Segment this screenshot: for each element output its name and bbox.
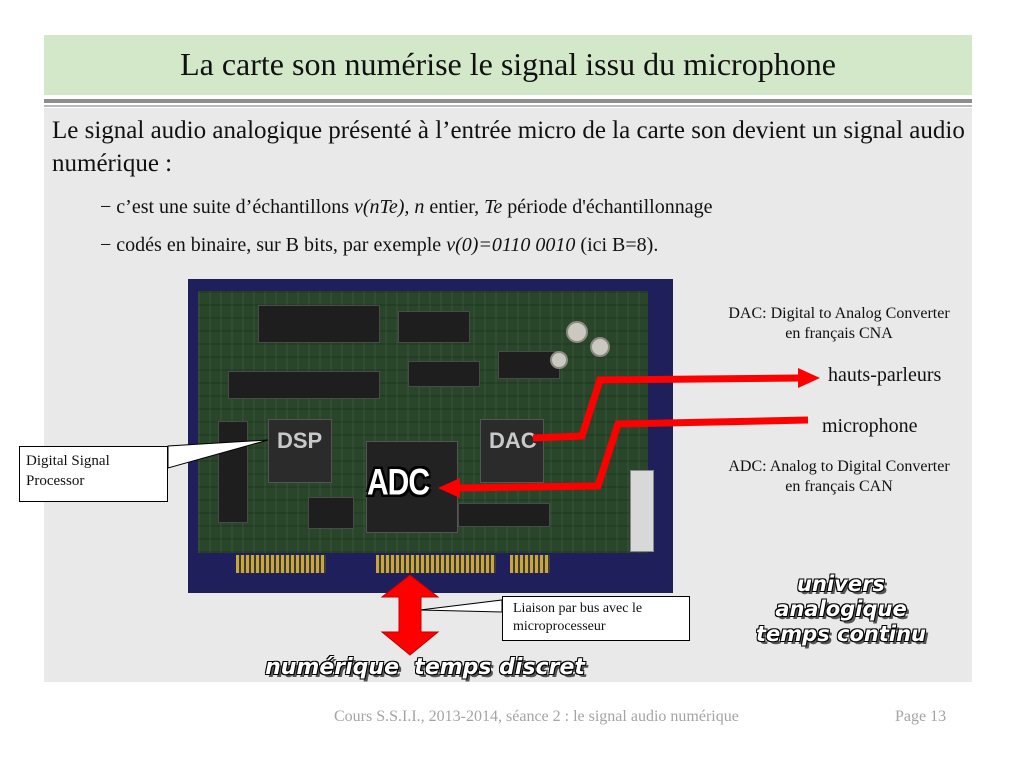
dac-chip-label: DAC — [489, 428, 537, 453]
microphone-label: microphone — [822, 415, 918, 437]
mic-arrowhead — [438, 478, 460, 498]
small-chip — [458, 503, 550, 527]
mic-signal-line — [457, 416, 809, 492]
sound-card-photo: DSP DAC — [188, 279, 673, 593]
bus-double-arrow — [380, 574, 440, 656]
circuit-board: DSP DAC — [198, 291, 648, 553]
memory-chip — [258, 305, 380, 343]
bullet-em: v(nTe), n — [354, 196, 425, 218]
speaker-signal-line — [532, 374, 801, 442]
slide-title: La carte son numérise le signal issu du … — [180, 46, 836, 82]
analog-wordart-line: univers — [797, 572, 885, 596]
bus-connector — [376, 555, 496, 573]
bullet-text: (ici B=8). — [575, 234, 659, 256]
analog-wordart: univers analogique temps continu — [716, 572, 966, 647]
bus-callout: Liaison par bus avec le microprocesseur — [502, 596, 690, 641]
adc-note-line1: ADC: Analog to Digital Converter — [728, 458, 950, 475]
title-divider — [44, 99, 972, 103]
dac-chip: DAC — [480, 419, 544, 483]
title-bar: La carte son numérise le signal issu du … — [44, 35, 972, 95]
title-divider-thin — [44, 105, 972, 107]
bullet-samples: − c’est une suite d’échantillons v(nTe),… — [100, 196, 712, 219]
adc-chip-label: ADC — [367, 462, 430, 504]
connector-strip — [218, 421, 248, 523]
analog-wordart-line: temps continu — [756, 622, 926, 646]
speakers-label: hauts-parleurs — [828, 364, 942, 386]
capacitor — [550, 351, 568, 369]
analog-wordart-line: analogique — [775, 597, 907, 621]
digital-wordart: numérique temps discret — [265, 655, 585, 680]
intro-text: Le signal audio analogique présenté à l’… — [52, 117, 965, 177]
speaker-arrowhead — [798, 368, 820, 388]
bus-connector — [236, 555, 326, 573]
small-chip — [308, 497, 354, 529]
bullet-binary: − codés en binaire, sur B bits, par exem… — [100, 234, 658, 257]
dsp-chip: DSP — [268, 419, 332, 483]
dsp-callout: Digital Signal Processor — [19, 446, 168, 502]
bullet-em: Te — [484, 196, 503, 218]
dac-note-line1: DAC: Digital to Analog Converter — [728, 305, 950, 322]
footer-page: Page 13 — [895, 708, 947, 725]
capacitor — [590, 337, 610, 357]
small-chip — [498, 351, 560, 379]
adc-note-line2: en français CAN — [785, 478, 893, 495]
bus-callout-pointer — [419, 599, 503, 613]
bus-connector — [510, 555, 550, 573]
bullet-text: période d'échantillonnage — [502, 196, 713, 218]
bullet-dash: − — [100, 234, 112, 256]
bullet-text: entier, — [424, 196, 485, 218]
bullet-text: c’est une suite d’échantillons — [116, 196, 354, 218]
bullet-em: v(0)=0110 0010 — [446, 234, 576, 256]
dac-note: DAC: Digital to Analog Converter en fran… — [694, 304, 984, 344]
dsp-callout-pointer — [167, 439, 269, 469]
bullet-dash: − — [100, 196, 112, 218]
small-chip — [408, 361, 480, 387]
bullet-text: codés en binaire, sur B bits, par exempl… — [116, 234, 447, 256]
dsp-chip-label: DSP — [277, 428, 323, 453]
capacitor — [566, 321, 588, 343]
footer-course: Cours S.S.I.I., 2013-2014, séance 2 : le… — [334, 708, 739, 725]
memory-chip — [228, 371, 380, 399]
adc-note: ADC: Analog to Digital Converter en fran… — [694, 457, 984, 497]
dac-note-line2: en français CNA — [785, 325, 893, 342]
card-bracket — [630, 470, 654, 552]
small-chip — [398, 311, 470, 343]
